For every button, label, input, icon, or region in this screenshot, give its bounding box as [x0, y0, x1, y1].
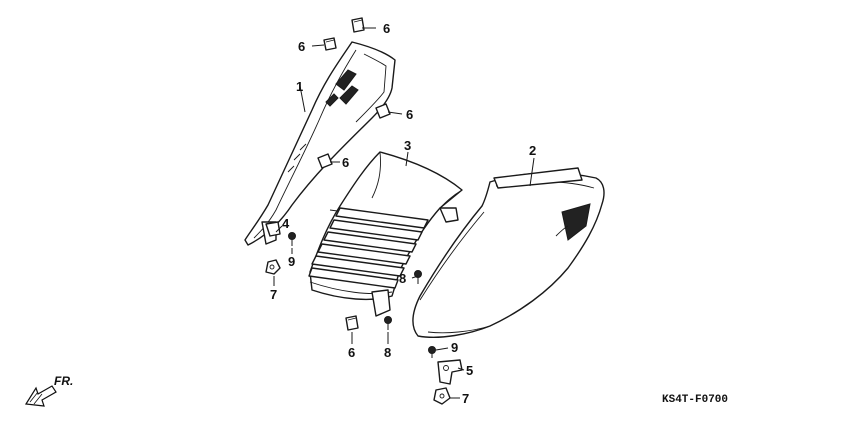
callout-2: 2: [529, 143, 536, 158]
callout-7-right: 7: [462, 391, 469, 406]
callout-8-mid: 8: [399, 271, 406, 286]
callout-4: 4: [282, 216, 290, 231]
nut-7-left: [265, 259, 281, 275]
callout-6-bottom: 6: [348, 345, 355, 360]
screw-8-mid: [414, 270, 422, 284]
front-arrow-icon: FR.: [24, 374, 73, 407]
grille-slats: [308, 207, 429, 289]
callout-9-right: 9: [451, 340, 458, 355]
clip-6-upper-left: [323, 37, 337, 51]
diagram-code: KS4T-F0700: [662, 394, 728, 406]
screw-9-left: [288, 232, 296, 246]
screw-9-right: [428, 346, 436, 358]
nut-7-right: [433, 387, 451, 405]
callout-6-mid: 6: [406, 107, 413, 122]
screw-8-bottom: [384, 316, 392, 330]
callout-5: 5: [466, 363, 473, 378]
callout-6-lower: 6: [342, 155, 349, 170]
clip-6-lower: [317, 153, 333, 169]
callout-1: 1: [296, 79, 303, 94]
part-5-bracket: [437, 359, 463, 385]
clip-6-top: [351, 17, 365, 33]
clip-6-mid: [375, 103, 391, 119]
callout-labels: 1 2 3 4 5 6 6 6 6 6 7 7 8 8 9 9: [270, 21, 536, 406]
part-3-front-grille-panel: [308, 151, 463, 317]
callout-6-upper-left: 6: [298, 39, 305, 54]
callout-6-top: 6: [383, 21, 390, 36]
clip-6-bottom: [345, 315, 359, 331]
leader-lines: [273, 27, 535, 399]
part-2-right-side-cover: [412, 167, 605, 338]
callout-9-left: 9: [288, 254, 295, 269]
callout-7-left: 7: [270, 287, 277, 302]
callout-8-bottom: 8: [384, 345, 391, 360]
callout-3: 3: [404, 138, 411, 153]
part-4-bracket: [265, 221, 281, 237]
direction-label: FR.: [54, 374, 73, 388]
